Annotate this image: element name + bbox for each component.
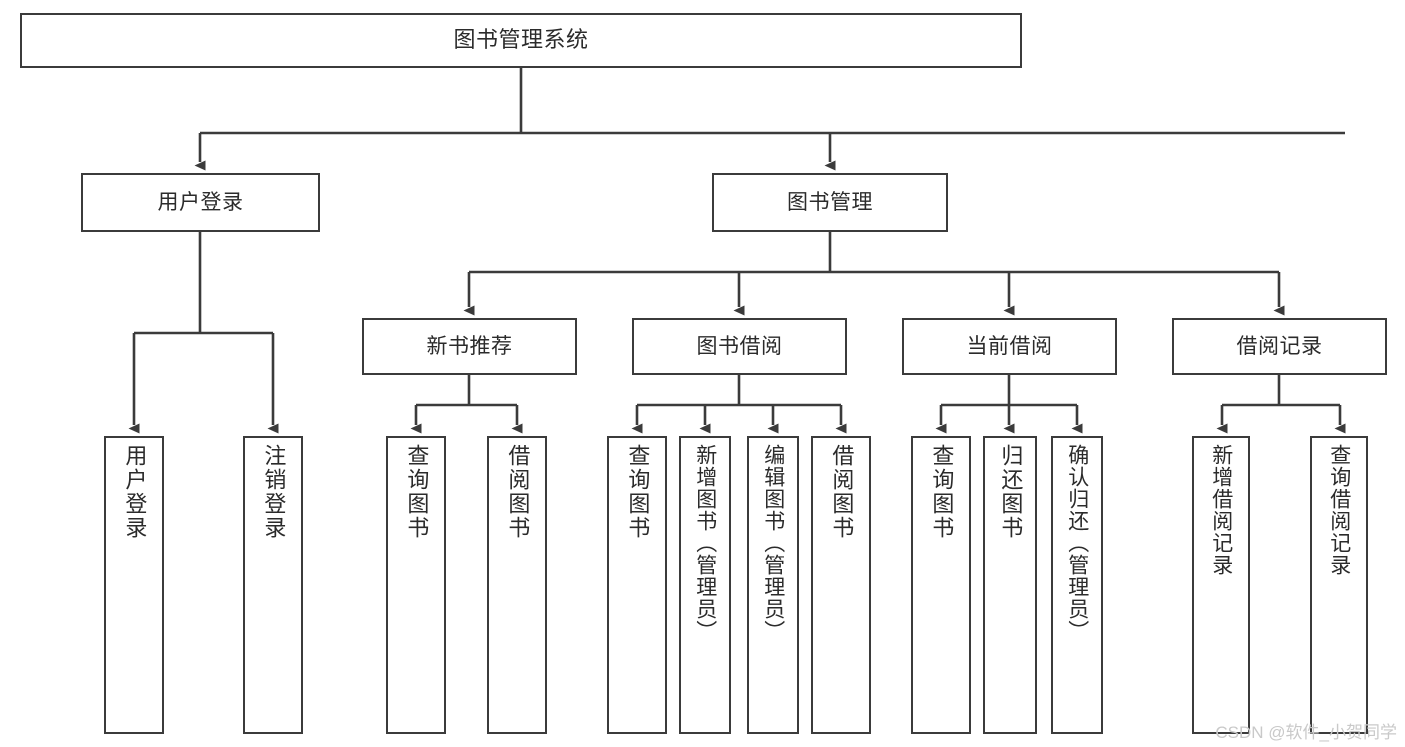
node-label: 图书管理 [787, 190, 873, 214]
node-label: 新书推荐 [426, 334, 513, 358]
node-label: 查询借阅记录 [1327, 444, 1351, 576]
node-label: 查询图书 [404, 444, 430, 540]
node-borrow-record[interactable]: 借阅记录 [1172, 318, 1387, 375]
node-book-management[interactable]: 图书管理 [712, 173, 948, 232]
node-user-login[interactable]: 用户登录 [81, 173, 320, 232]
node-label: 注销登录 [261, 444, 287, 540]
leaf-return-book[interactable]: 归还图书 [983, 436, 1037, 734]
node-label: 图书借阅 [696, 334, 783, 358]
node-root-book-management-system[interactable]: 图书管理系统 [20, 13, 1022, 68]
leaf-confirm-return-admin[interactable]: 确认归还（管理员） [1051, 436, 1103, 734]
leaf-borrow-book[interactable]: 借阅图书 [811, 436, 871, 734]
leaf-query-book-recommend[interactable]: 查询图书 [386, 436, 446, 734]
leaf-add-book-admin[interactable]: 新增图书（管理员） [679, 436, 731, 734]
node-current-borrow[interactable]: 当前借阅 [902, 318, 1117, 375]
node-label: 确认归还（管理员） [1065, 444, 1089, 642]
node-label: 用户登录 [122, 444, 148, 540]
node-new-book-recommend[interactable]: 新书推荐 [362, 318, 577, 375]
csdn-watermark: CSDN @软件_小贺同学 [1215, 723, 1397, 742]
node-label: 归还图书 [998, 444, 1024, 540]
leaf-query-book-current[interactable]: 查询图书 [911, 436, 971, 734]
node-label: 查询图书 [929, 444, 955, 540]
node-label: 编辑图书（管理员） [761, 444, 785, 642]
leaf-borrow-book-recommend[interactable]: 借阅图书 [487, 436, 547, 734]
node-label: 借阅图书 [505, 444, 531, 540]
leaf-edit-book-admin[interactable]: 编辑图书（管理员） [747, 436, 799, 734]
leaf-query-book-borrow[interactable]: 查询图书 [607, 436, 667, 734]
node-label: 图书管理系统 [453, 27, 589, 53]
node-book-borrow[interactable]: 图书借阅 [632, 318, 847, 375]
node-label: 查询图书 [625, 444, 651, 540]
node-label: 当前借阅 [966, 334, 1053, 358]
node-label: 新增借阅记录 [1209, 444, 1233, 576]
node-label: 借阅记录 [1236, 334, 1323, 358]
leaf-add-borrow-record[interactable]: 新增借阅记录 [1192, 436, 1250, 734]
leaf-logout-login[interactable]: 注销登录 [243, 436, 303, 734]
node-label: 借阅图书 [829, 444, 855, 540]
leaf-user-login[interactable]: 用户登录 [104, 436, 164, 734]
node-label: 用户登录 [157, 190, 244, 214]
leaf-query-borrow-record[interactable]: 查询借阅记录 [1310, 436, 1368, 734]
node-label: 新增图书（管理员） [693, 444, 717, 642]
